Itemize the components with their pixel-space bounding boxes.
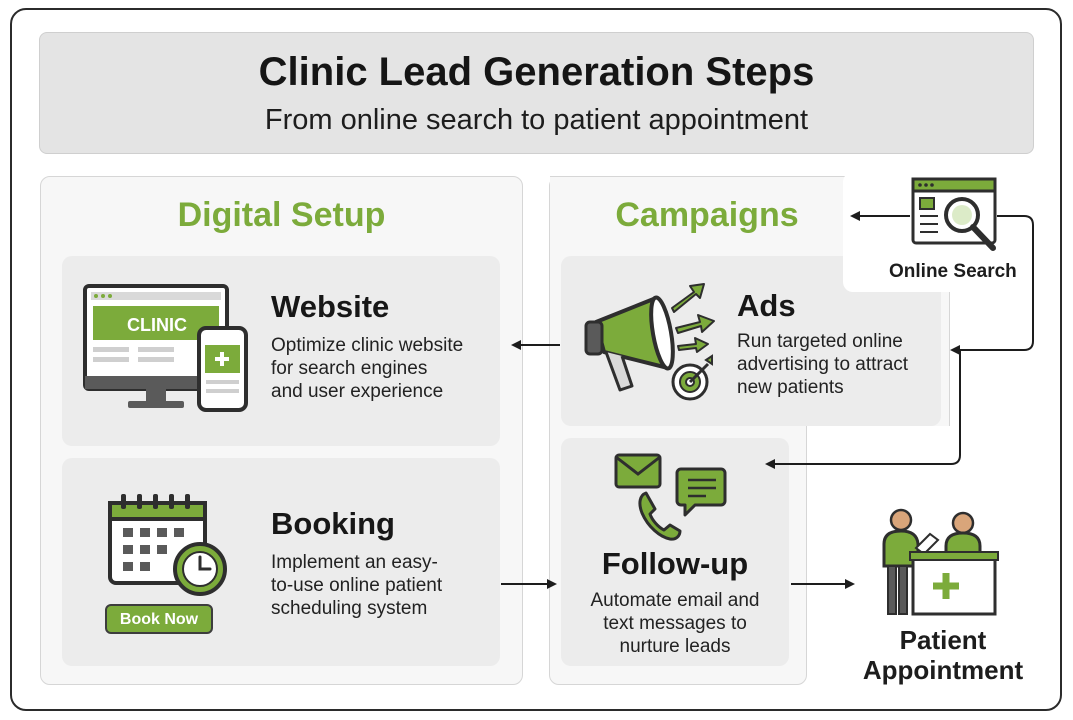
monitor-icon — [83, 284, 229, 408]
header-banner — [39, 32, 1034, 154]
page-title: Clinic Lead Generation Steps — [258, 50, 815, 94]
arrow-search-to-ads — [950, 215, 1034, 355]
megaphone-icon — [584, 295, 675, 392]
email-icon — [614, 453, 662, 489]
phone-icon — [197, 326, 248, 412]
book-now-button[interactable]: Book Now — [105, 604, 213, 634]
campaigns-heading: Campaigns — [615, 196, 799, 234]
ads-title: Ads — [737, 288, 796, 323]
target-icon — [671, 354, 713, 401]
follow-up-title: Follow-up — [601, 546, 749, 581]
online-search-label: Online Search — [889, 261, 1017, 282]
booking-title: Booking — [271, 506, 395, 541]
receptionist-icon — [882, 508, 999, 616]
digital-setup-heading: Digital Setup — [177, 196, 386, 234]
phone-call-icon — [638, 491, 682, 541]
arrow-to-follow-up — [765, 350, 961, 469]
follow-up-card — [561, 438, 789, 666]
clock-icon — [173, 542, 227, 596]
clinic-screen-label: CLINIC — [127, 315, 187, 335]
growth-arrows-icon — [671, 283, 715, 353]
flow-arrows — [501, 211, 1034, 589]
browser-search-icon — [911, 177, 997, 251]
website-title: Website — [271, 289, 390, 324]
chat-icon — [675, 467, 727, 517]
page-subtitle: From online search to patient appointmen… — [264, 104, 809, 136]
